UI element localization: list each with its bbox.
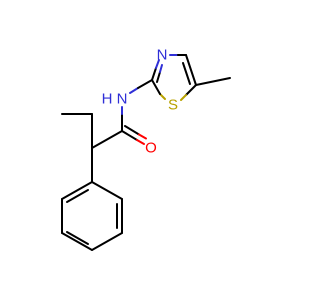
bond-ch-carbonyl xyxy=(91,130,123,149)
bond-ph-1 xyxy=(91,181,123,200)
atom-label-nh: N xyxy=(117,91,128,108)
atom-label-ring-s: S xyxy=(168,97,178,114)
bond-carbonyl-o-1 xyxy=(121,130,138,141)
atom-label-nh-h: H xyxy=(102,91,113,108)
structure-svg: N H N S O xyxy=(61,47,231,251)
bond-c2-n3-blue xyxy=(155,59,160,69)
bond-ph-inner-2 xyxy=(66,231,89,245)
bond-carbonyl-o-2-red xyxy=(138,133,147,140)
bond-c5-s1 xyxy=(185,84,197,96)
bond-c2-n3 xyxy=(151,67,157,81)
bond-carbonyl-o-1-red xyxy=(136,139,145,145)
bond-s1-c2-yellow xyxy=(159,93,166,100)
bond-c5-s1-yellow xyxy=(180,94,187,101)
bond-carbonyl-o-2 xyxy=(124,125,140,136)
bond-ph-inner-3 xyxy=(66,189,89,203)
bond-c4-c5 xyxy=(185,54,197,86)
bond-ph-4 xyxy=(61,232,93,251)
bond-ph-3 xyxy=(91,232,123,251)
bond-c2-n3-inner xyxy=(156,71,161,83)
bond-c5-methyl xyxy=(195,77,231,86)
bond-ph-6 xyxy=(61,181,93,200)
atom-label-ring-n: N xyxy=(157,47,168,64)
molecule-diagram: N H N S O xyxy=(61,47,231,251)
bond-s1-c2 xyxy=(151,79,161,95)
bond-nh-c2-blue xyxy=(129,87,139,94)
atom-label-carbonyl-o: O xyxy=(145,140,157,157)
bond-c2-n3-inner-blue xyxy=(159,64,163,73)
bond-c4-c5-inner xyxy=(182,62,191,85)
bond-nh-c2 xyxy=(137,79,153,89)
